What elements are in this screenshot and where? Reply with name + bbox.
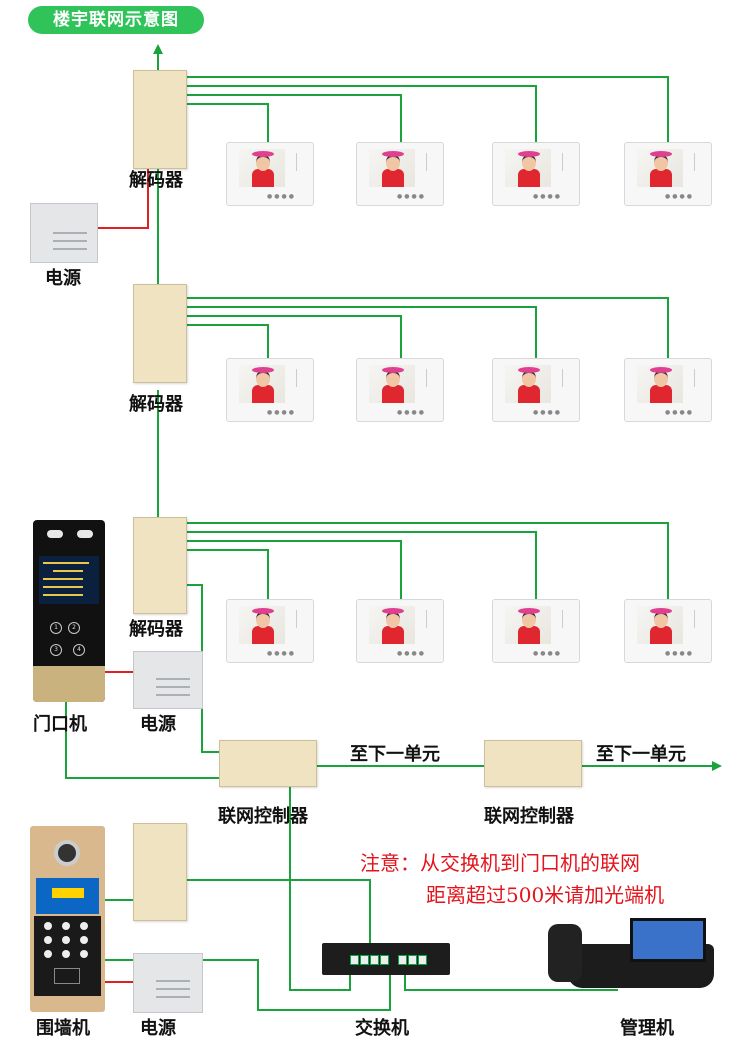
decoder-2 — [133, 284, 187, 383]
d2-wire-4 — [186, 297, 669, 360]
wall-switch-wire — [105, 959, 391, 1011]
wall-unit-device — [30, 826, 105, 1012]
door-unit-label: 门口机 — [33, 714, 87, 735]
d2-wire-2 — [186, 315, 402, 360]
door-unit-device: 123 456 789 — [33, 520, 105, 702]
next-unit-2-label: 至下一单元 — [596, 744, 686, 765]
power-supply-1 — [30, 203, 98, 263]
management-station — [548, 918, 714, 990]
right-arrow-icon — [712, 761, 722, 771]
indoor-monitor: ●●●● — [356, 142, 444, 206]
d1-wire-2 — [186, 94, 402, 143]
power-wire-1 — [95, 168, 149, 229]
decoder-3 — [133, 517, 187, 614]
decoder4-switch-wire — [186, 879, 371, 966]
d3-wire-4 — [186, 522, 669, 600]
note-line-1: 注意：从交换机到门口机的联网 — [360, 851, 640, 875]
switch-label: 交换机 — [355, 1018, 409, 1039]
indoor-monitor: ●●●● — [624, 358, 712, 422]
indoor-monitor: ●●●● — [226, 599, 314, 663]
d1-wire-1 — [186, 103, 269, 143]
power-supply-3 — [133, 953, 203, 1013]
d3-wire-3 — [186, 531, 537, 600]
decoder-3-label: 解码器 — [129, 619, 183, 640]
decoder-2-label: 解码器 — [129, 394, 183, 415]
note-line-2: 距离超过500米请加光端机 — [426, 883, 665, 907]
indoor-monitor: ●●●● — [226, 142, 314, 206]
up-arrow-icon — [153, 44, 163, 54]
indoor-monitor: ●●●● — [226, 358, 314, 422]
next-unit-1-label: 至下一单元 — [350, 744, 440, 765]
power-2-label: 电源 — [140, 714, 176, 735]
wall-unit-label: 围墙机 — [36, 1018, 90, 1039]
indoor-monitor: ●●●● — [356, 358, 444, 422]
d2-wire-1 — [186, 324, 269, 360]
indoor-monitor: ●●●● — [492, 599, 580, 663]
power-supply-2 — [133, 651, 203, 709]
d1-wire-4 — [186, 76, 669, 143]
d3-wire-1 — [186, 549, 269, 600]
indoor-monitor: ●●●● — [624, 599, 712, 663]
door-controller-wire — [65, 700, 220, 779]
d1-wire-3 — [186, 85, 537, 143]
management-label: 管理机 — [620, 1018, 674, 1039]
d2-wire-3 — [186, 306, 537, 360]
indoor-monitor: ●●●● — [624, 142, 712, 206]
indoor-monitor: ●●●● — [492, 358, 580, 422]
controller-switch-wire — [289, 785, 351, 991]
d3-wire-2 — [186, 540, 402, 600]
controller-1-label: 联网控制器 — [218, 806, 308, 827]
network-controller-1 — [219, 740, 317, 787]
power-3-label: 电源 — [140, 1018, 176, 1039]
power-1-label: 电源 — [45, 268, 81, 289]
decoder-1-label: 解码器 — [129, 170, 183, 191]
controller-2-label: 联网控制器 — [484, 806, 574, 827]
network-controller-2 — [484, 740, 582, 787]
indoor-monitor: ●●●● — [356, 599, 444, 663]
diagram-title: 楼宇联网示意图 — [28, 6, 204, 34]
decoder-1 — [133, 70, 187, 169]
indoor-monitor: ●●●● — [492, 142, 580, 206]
decoder-4 — [133, 823, 187, 921]
network-switch — [322, 943, 450, 975]
